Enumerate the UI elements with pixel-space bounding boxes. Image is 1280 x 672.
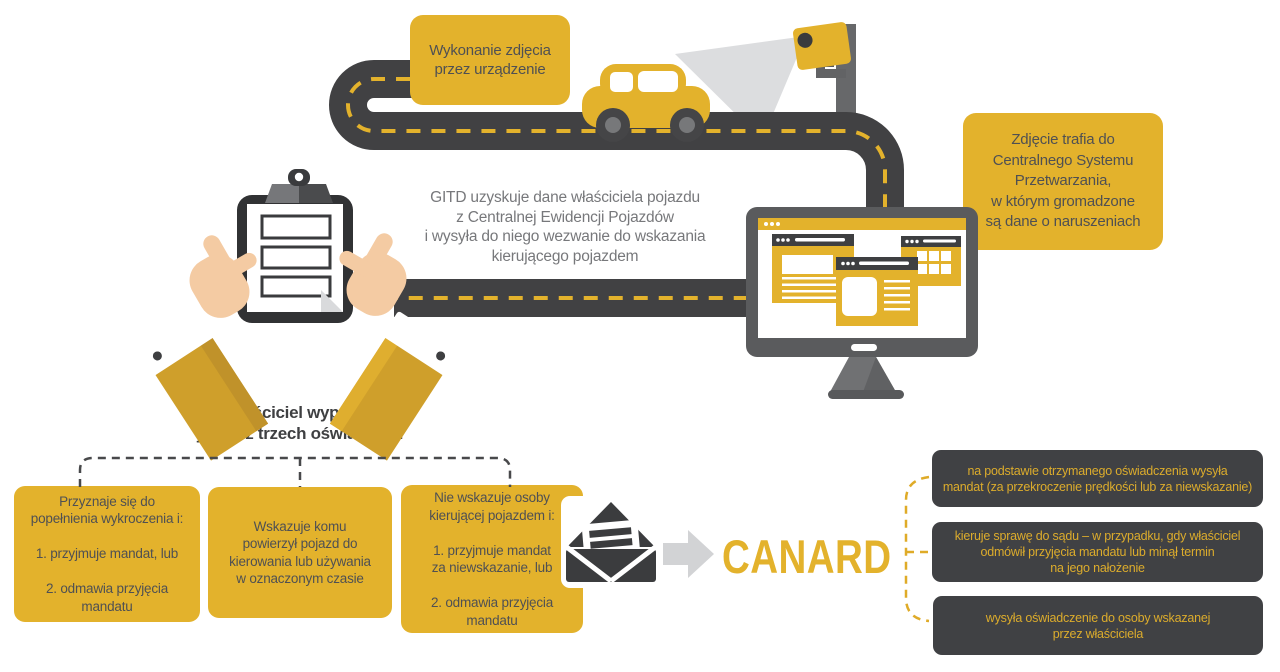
- speed-camera-icon: [792, 22, 852, 70]
- statement-1-text: Przyznaje się do popełnienia wykroczenia…: [30, 493, 184, 614]
- action-box-2: kieruje sprawę do sądu – w przypadku, gd…: [932, 522, 1263, 582]
- statement-box-3: Nie wskazuje osoby kierującej pojazdem i…: [401, 485, 583, 633]
- photo-step-box: Wykonanie zdjęcia przez urządzenie: [410, 15, 570, 105]
- central-system-text: Zdjęcie trafia do Centralnego Systemu Pr…: [985, 131, 1141, 231]
- central-system-box: Zdjęcie trafia do Centralnego Systemu Pr…: [963, 113, 1163, 250]
- statement-box-2: Wskazuje komu powierzył pojazd do kierow…: [208, 487, 392, 618]
- car-icon: [582, 64, 710, 142]
- camera-flash-beam-icon: [675, 36, 806, 140]
- statement-3-text: Nie wskazuje osoby kierującej pojazdem i…: [429, 490, 555, 628]
- statement-box-1: Przyznaje się do popełnienia wykroczenia…: [14, 486, 200, 622]
- gitd-description: GITD uzyskuje dane właściciela pojazdu z…: [424, 189, 706, 265]
- action-box-3: wysyła oświadczenie do osoby wskazanej p…: [933, 596, 1263, 655]
- photo-step-text: Wykonanie zdjęcia przez urządzenie: [429, 42, 551, 78]
- action-1-text: na podstawie otrzymanego oświadczenia wy…: [942, 463, 1253, 494]
- action-3-text: wysyła oświadczenie do osoby wskazanej p…: [985, 610, 1211, 641]
- canard-label: CANARD: [722, 530, 892, 583]
- action-box-1: na podstawie otrzymanego oświadczenia wy…: [932, 450, 1263, 507]
- owner-heading: Właściciel wypełnia jedno z trzech oświa…: [197, 403, 403, 443]
- statement-2-text: Wskazuje komu powierzył pojazd do kierow…: [229, 518, 371, 587]
- action-2-text: kieruje sprawę do sądu – w przypadku, gd…: [954, 529, 1241, 575]
